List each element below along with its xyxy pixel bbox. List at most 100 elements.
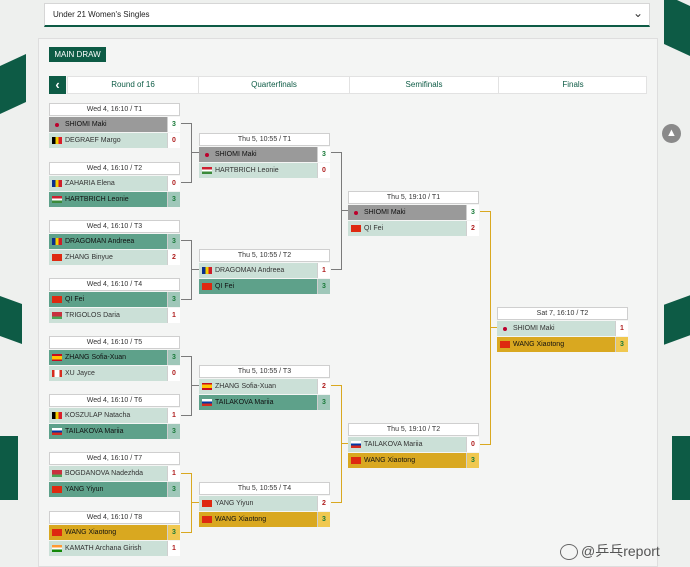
romania-flag-icon (202, 267, 212, 274)
player-score: 3 (466, 205, 479, 220)
match-schedule: Wed 4, 16:10 / T2 (49, 162, 180, 175)
player-name: ZHANG Sofia-Xuan (215, 383, 277, 390)
romania-flag-icon (52, 238, 62, 245)
player-name: YANG Yiyun (215, 500, 254, 507)
player-name: QI Fei (65, 296, 85, 303)
event-dropdown[interactable]: Under 21 Women's Singles ⌄ (44, 3, 650, 27)
match-schedule: Thu 5, 10:55 / T3 (199, 365, 330, 378)
player-name: KAMATH Archana Girish (65, 545, 142, 552)
round-header[interactable]: Semifinals (405, 80, 443, 89)
player-score: 0 (317, 163, 330, 178)
player-name: TAILAKOVA Mariia (215, 399, 274, 406)
decor-stripe (0, 295, 22, 345)
hungary-flag-icon (202, 167, 212, 174)
player-row[interactable]: YANG Yiyun 2 (199, 496, 330, 511)
match-schedule: Thu 5, 10:55 / T4 (199, 482, 330, 495)
player-name: HARTBRICH Leonie (65, 196, 129, 203)
round-header[interactable]: Quarterfinals (251, 80, 297, 89)
tab-main-draw[interactable]: MAIN DRAW (49, 47, 106, 62)
bracket-connector (181, 356, 192, 416)
bracket-connector (341, 443, 348, 444)
player-score: 3 (167, 424, 180, 439)
player-row[interactable]: SHIOMI Maki 3 (348, 205, 479, 220)
back-arrow-button[interactable]: ‹ (49, 76, 66, 94)
bracket-connector (331, 385, 342, 503)
china-flag-icon (52, 296, 62, 303)
round-header[interactable]: Finals (562, 80, 584, 89)
round-header[interactable]: Round of 16 (111, 80, 155, 89)
china-flag-icon (52, 529, 62, 536)
match-schedule: Thu 5, 10:55 / T2 (199, 249, 330, 262)
player-score: 2 (317, 496, 330, 511)
bracket-connector (480, 211, 491, 445)
player-name: WANG Xiaotong (513, 341, 565, 348)
player-row[interactable]: ZHANG Sofia-Xuan 2 (199, 379, 330, 394)
player-name: SHIOMI Maki (364, 209, 406, 216)
match-schedule: Thu 5, 10:55 / T1 (199, 133, 330, 146)
player-name: SHIOMI Maki (215, 151, 257, 158)
player-name: DEGRAEF Margo (65, 137, 121, 144)
china-flag-icon (52, 486, 62, 493)
china-flag-icon (52, 254, 62, 261)
player-name: ZAHARIA Elena (65, 180, 115, 187)
bracket-connector (191, 152, 199, 153)
decor-stripe (0, 436, 18, 500)
player-score: 2 (317, 379, 330, 394)
player-row[interactable]: HARTBRICH Leonie 3 (49, 192, 180, 207)
match-schedule: Thu 5, 19:10 / T2 (348, 423, 479, 436)
scroll-to-top-button[interactable]: ▲ (662, 124, 681, 143)
spain-flag-icon (52, 354, 62, 361)
player-score: 3 (167, 525, 180, 540)
player-name: DRAGOMAN Andreea (65, 238, 135, 245)
romania-flag-icon (52, 180, 62, 187)
player-score: 0 (466, 437, 479, 452)
player-score: 3 (167, 192, 180, 207)
belarus-flag-icon (52, 470, 62, 477)
player-score: 2 (167, 250, 180, 265)
bracket-connector (341, 210, 348, 211)
player-score: 1 (615, 321, 628, 336)
spain-flag-icon (202, 383, 212, 390)
